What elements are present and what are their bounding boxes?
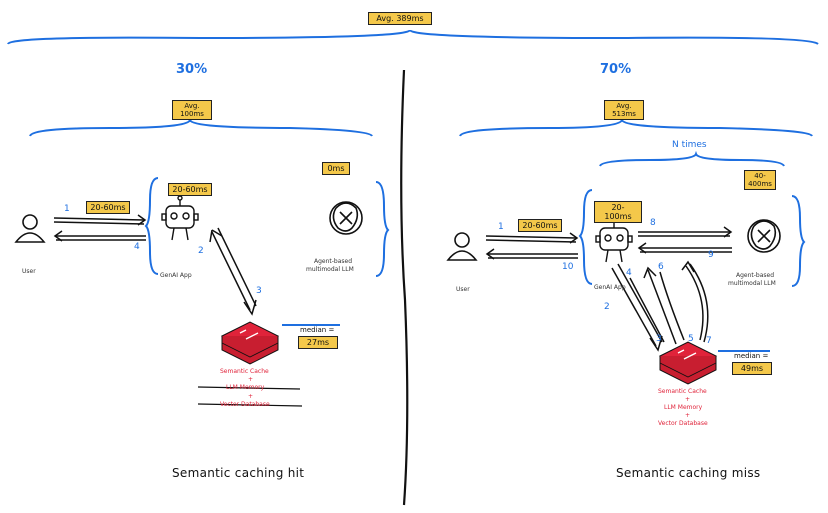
right-step-9: 9 — [708, 250, 714, 260]
left-strike-vector-db — [197, 403, 303, 407]
left-client-latency-tag: 20-60ms — [86, 201, 130, 214]
right-step-5: 5 — [688, 334, 694, 344]
right-llm-memory: LLM Memory — [664, 404, 703, 411]
right-client-latency-tag: 20-60ms — [518, 219, 562, 232]
right-step-10: 10 — [562, 262, 574, 272]
right-step-7: 7 — [706, 336, 712, 346]
right-n-times: N times — [672, 140, 707, 150]
left-cache-label: Semantic Cache — [220, 368, 269, 375]
right-request-arrows — [485, 232, 579, 260]
right-llm-brace — [791, 195, 806, 287]
right-step-2: 2 — [604, 302, 610, 312]
left-step-2: 2 — [198, 246, 204, 256]
left-llm-memory: LLM Memory — [226, 384, 265, 391]
right-app-label: GenAI App — [594, 284, 626, 291]
divider-line — [400, 69, 409, 506]
right-llm-label-2: multimodal LLM — [728, 280, 776, 287]
right-step-3: 3 — [656, 334, 662, 344]
left-median-value: 27ms — [298, 336, 338, 349]
left-llm-label-2: multimodal LLM — [306, 266, 354, 273]
left-app-robot-icon — [161, 195, 199, 241]
right-plus-2: + — [685, 412, 691, 419]
left-request-arrows — [53, 214, 147, 242]
top-brace — [7, 29, 819, 45]
right-step-8: 8 — [650, 218, 656, 228]
right-cache-arrows — [611, 260, 709, 352]
left-cache-stack-icon — [220, 321, 280, 365]
right-user-label: User — [456, 286, 470, 293]
left-app-brace — [144, 177, 159, 275]
right-median-label: median = — [734, 352, 769, 360]
left-app-latency-tag: 20-60ms — [168, 183, 212, 196]
right-caption: Semantic caching miss — [616, 466, 761, 480]
right-ntimes-brace — [599, 150, 785, 167]
left-llm-brace — [375, 181, 390, 277]
right-user-icon — [446, 232, 478, 261]
right-llm-icon — [747, 219, 781, 253]
right-plus-1: + — [685, 396, 691, 403]
left-vector-db: Vector Database — [220, 401, 270, 408]
right-cache-stack-icon — [658, 341, 718, 385]
right-avg-brace — [459, 119, 813, 137]
left-llm-label-1: Agent-based — [314, 258, 353, 265]
left-llm-icon — [329, 201, 363, 235]
right-median-value: 49ms — [732, 362, 772, 375]
right-app-brace — [578, 189, 593, 285]
left-avg-tag: Avg. 100ms — [172, 100, 212, 120]
right-step-1: 1 — [498, 222, 504, 232]
left-step-3: 3 — [256, 286, 262, 296]
left-median-label: median = — [300, 326, 335, 334]
left-percent: 30% — [176, 62, 208, 77]
left-user-icon — [14, 214, 46, 243]
right-app-robot-icon — [595, 217, 633, 263]
right-cache-label: Semantic Cache — [658, 388, 707, 395]
right-llm-latency-tag: 40-400ms — [744, 170, 776, 190]
left-llm-latency-tag: 0ms — [322, 162, 350, 175]
right-vector-db: Vector Database — [658, 420, 708, 427]
left-step-4: 4 — [134, 242, 140, 252]
left-app-label: GenAI App — [160, 272, 192, 279]
right-step-6: 6 — [658, 262, 664, 272]
left-strike-llm-memory — [197, 386, 301, 390]
right-llm-label-1: Agent-based — [736, 272, 775, 279]
top-avg-tag: Avg. 389ms — [368, 12, 432, 25]
right-llm-arrows — [637, 226, 733, 254]
right-percent: 70% — [600, 62, 632, 77]
left-user-label: User — [22, 268, 36, 275]
right-step-4: 4 — [626, 268, 632, 278]
left-avg-brace — [29, 119, 373, 137]
left-caption: Semantic caching hit — [172, 466, 305, 480]
left-step-1: 1 — [64, 204, 70, 214]
right-app-latency-tag: 20-100ms — [594, 201, 642, 223]
left-cache-arrow — [209, 227, 257, 316]
left-plus-1: + — [248, 376, 254, 383]
right-avg-tag: Avg. 513ms — [604, 100, 644, 120]
left-plus-2: + — [248, 393, 254, 400]
